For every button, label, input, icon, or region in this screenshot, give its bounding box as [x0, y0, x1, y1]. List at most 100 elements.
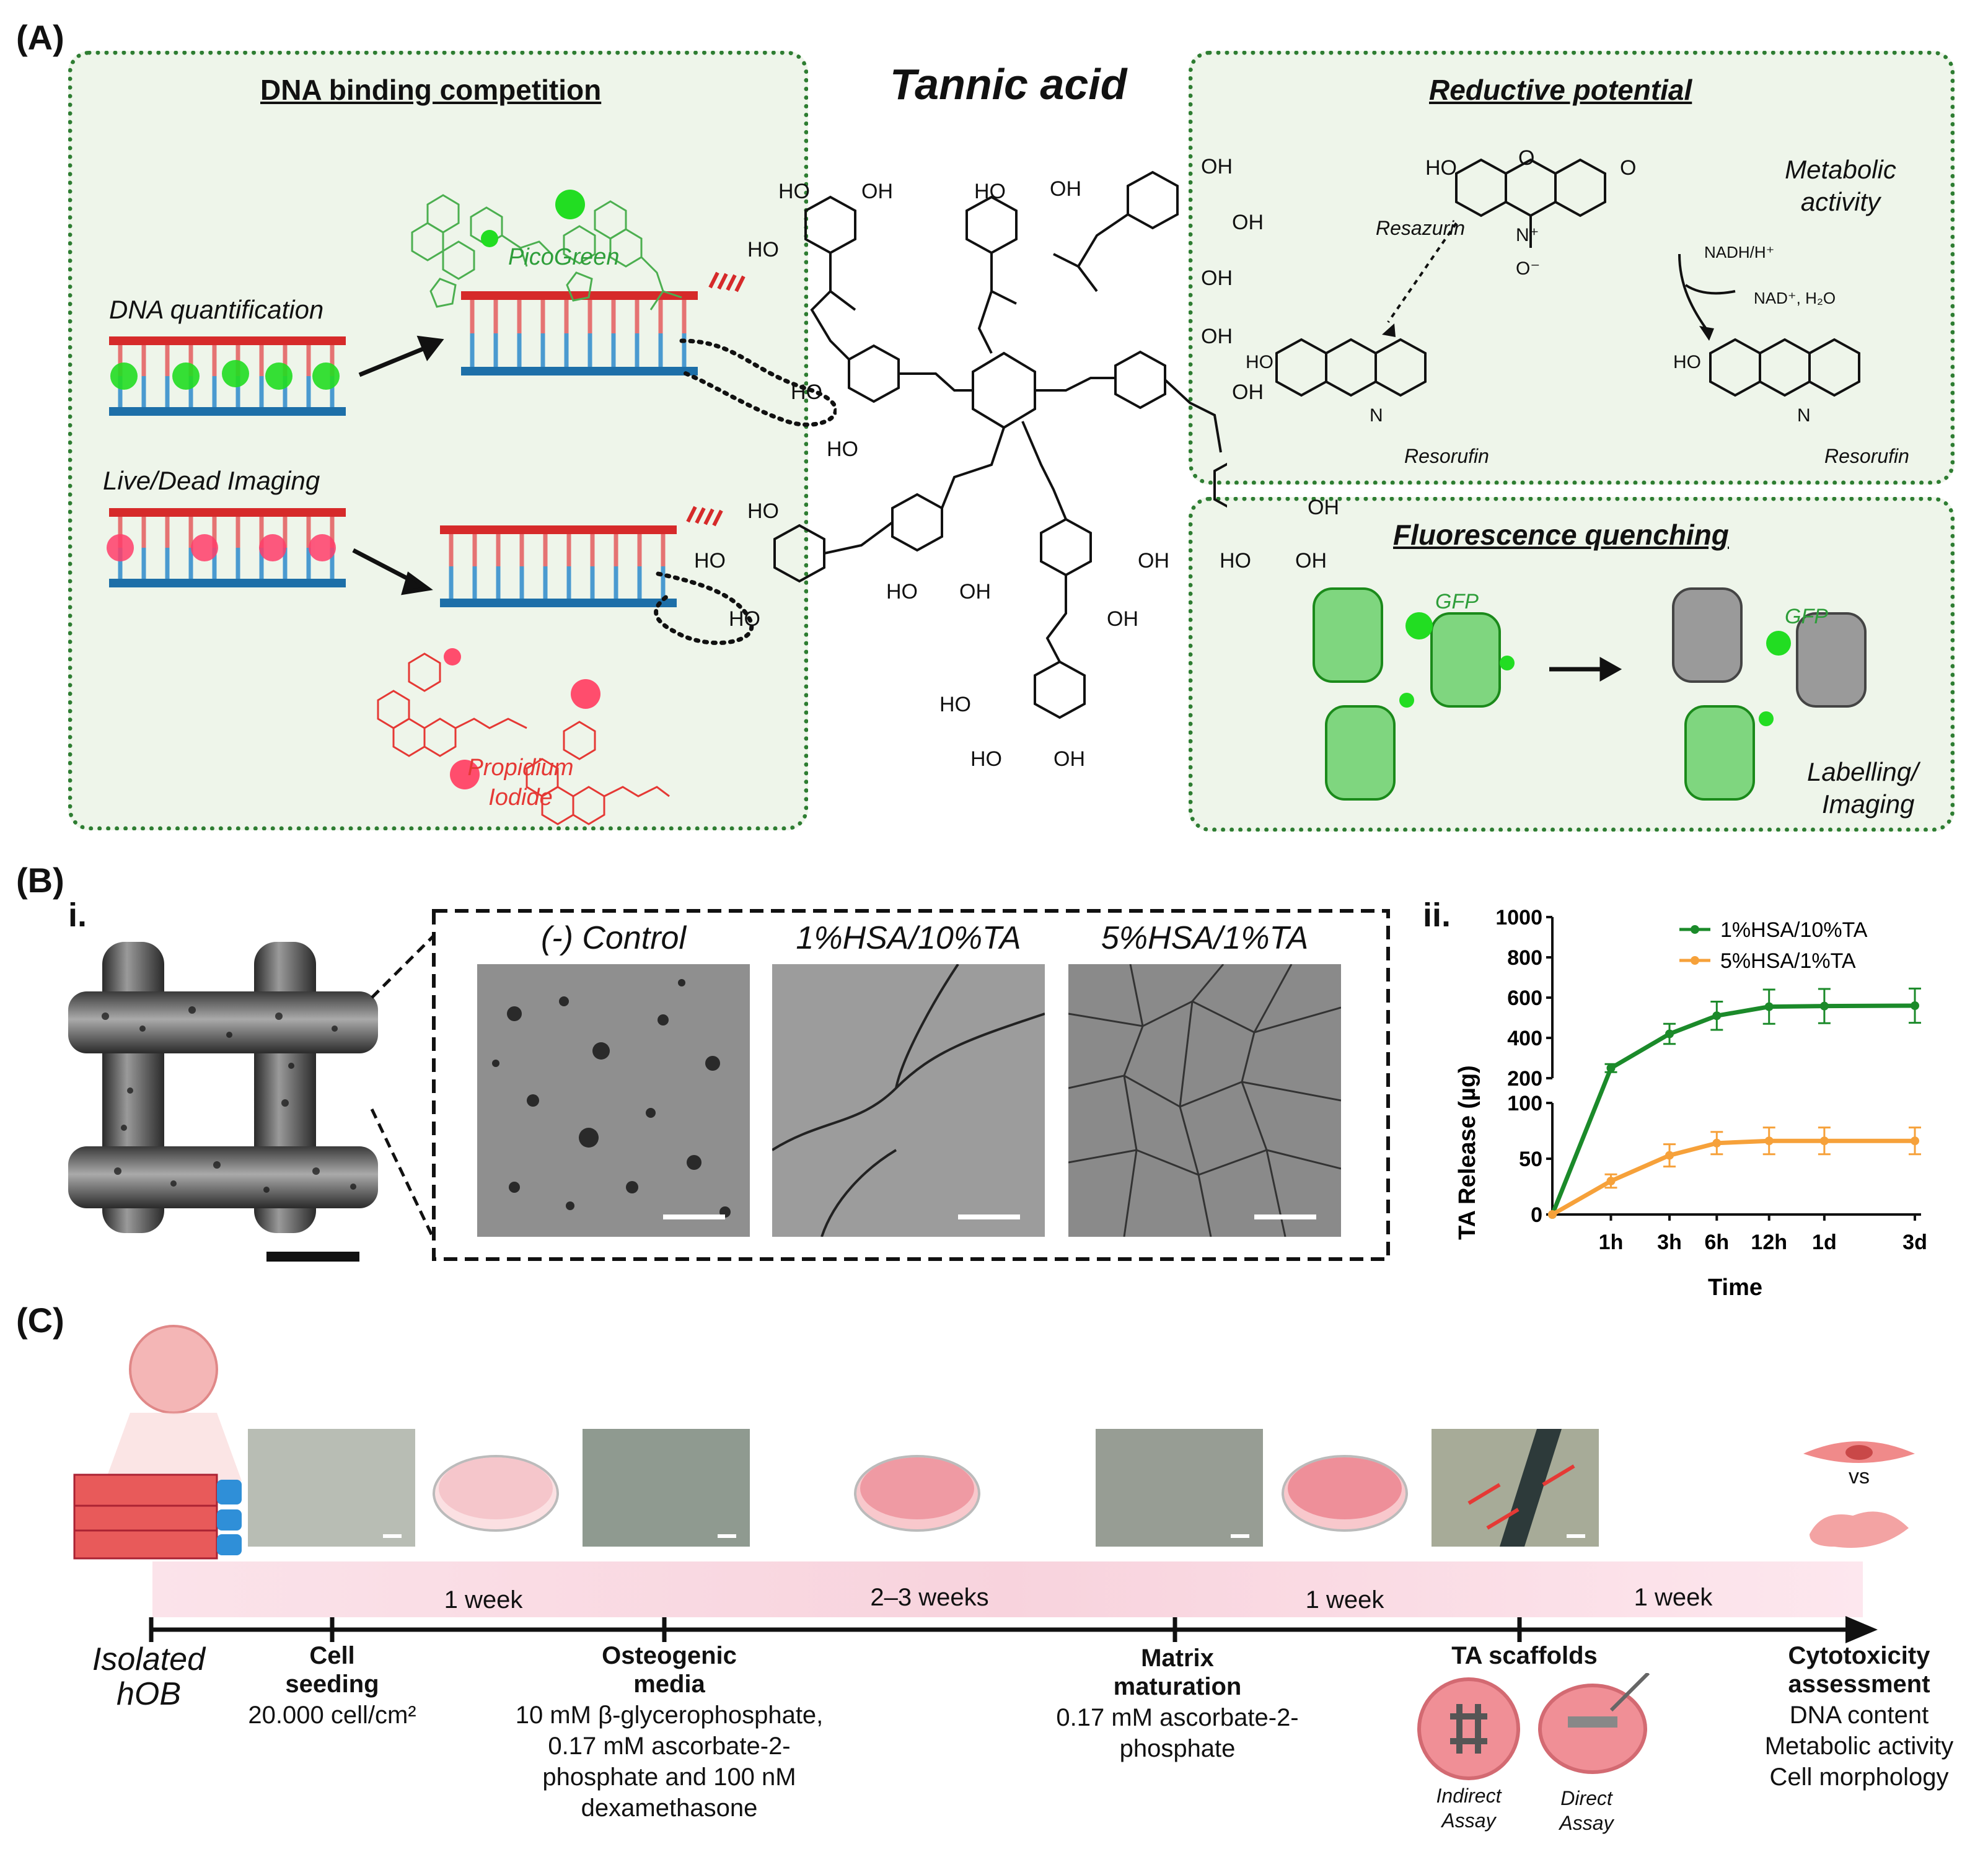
nitrogen-label: N: [1370, 405, 1383, 426]
oh-label: OH: [1232, 211, 1264, 234]
resazurin-label: Resazurin: [1376, 217, 1466, 239]
seeding-title: Cell: [309, 1642, 355, 1669]
data-point: [1712, 1011, 1722, 1021]
series-line-1: [1551, 1138, 1915, 1217]
ho-label: HO: [694, 549, 726, 573]
osteo-text-4: dexamethasone: [581, 1794, 758, 1822]
propidium-iodide-molecule-icon: [377, 652, 670, 825]
duration-3: 1 week: [1305, 1586, 1384, 1614]
x-tick-label: 12h: [1751, 1231, 1787, 1254]
reductive-potential-box: [1189, 51, 1955, 485]
petri-dish-icon: [854, 1455, 980, 1532]
arrow-icon: [352, 335, 444, 595]
y-tick-label: 100: [1507, 1092, 1542, 1115]
ho-label: HO: [939, 693, 971, 716]
ho-label: HO: [827, 437, 858, 461]
sem-label-hsa5: 5%HSA/1%TA: [1101, 920, 1309, 956]
oh-label: OH: [1232, 380, 1264, 404]
micrograph-osteogenic: [583, 1429, 750, 1547]
direct-assay-label: Assay: [1559, 1812, 1614, 1834]
ho-label: HO: [1220, 549, 1251, 573]
y-tick-label: 50: [1519, 1148, 1542, 1171]
oh-label: OH: [1201, 155, 1233, 178]
x-tick-label: 1d: [1812, 1231, 1837, 1254]
cell-flasks-icon: [73, 1325, 242, 1560]
ho-label: HO: [1673, 352, 1701, 372]
gfp-quenching-diagram: [1313, 587, 1867, 801]
sub-label-ii: ii.: [1423, 897, 1451, 934]
timeline-axis: [149, 1616, 1878, 1643]
n-plus-label: N⁺: [1516, 225, 1539, 245]
dna-diagrams: [107, 190, 837, 825]
indirect-label: Indirect: [1436, 1785, 1502, 1807]
metabolic-label: Metabolic: [1785, 155, 1896, 184]
chart-y-axis-label: TA Release (µg): [1454, 1065, 1480, 1240]
sem-image-control: [477, 964, 750, 1237]
o-minus-label: O⁻: [1516, 258, 1541, 279]
duration-2: 2–3 weeks: [870, 1584, 989, 1611]
oxygen-label: O: [1518, 146, 1535, 170]
y-tick-label: 1000: [1495, 906, 1542, 929]
data-point: [1665, 1029, 1674, 1039]
x-tick-label: 1h: [1599, 1231, 1624, 1254]
resorufin-label-1: Resorufin: [1404, 445, 1489, 467]
ho-label: HO: [974, 180, 1006, 203]
dna-binding-box: [68, 51, 808, 830]
picogreen-label: PicoGreen: [508, 244, 620, 270]
nitrogen-label: N: [1797, 405, 1811, 426]
sem-label-hsa1: 1%HSA/10%TA: [796, 920, 1021, 956]
tannic-acid-title: Tannic acid: [890, 60, 1127, 108]
picogreen-molecule-icon: [411, 194, 682, 310]
scaffold-image: [68, 942, 378, 1262]
resazurin-resorufin-structures: [1275, 158, 1860, 397]
live-dead-imaging-label: Live/Dead Imaging: [103, 466, 320, 495]
indirect-assay-label: Assay: [1441, 1809, 1496, 1832]
micrograph-seeding: [248, 1429, 415, 1547]
micrograph-scaffold: [1432, 1429, 1599, 1547]
oh-label: OH: [861, 180, 893, 203]
oh-label: OH: [1295, 549, 1327, 573]
vs-label: vs: [1849, 1465, 1870, 1488]
hob-label: hOB: [116, 1676, 182, 1712]
dna-duplex-quantification: [109, 336, 346, 416]
dna-duplex-bound-lower: [440, 506, 754, 645]
fluorescence-quenching-title: Fluorescence quenching: [1393, 519, 1729, 551]
propidium-label: Propidium: [467, 755, 574, 781]
osteo-title: Osteogenic: [602, 1642, 737, 1669]
x-tick-label: 3h: [1657, 1231, 1682, 1254]
y-tick-label: 600: [1507, 986, 1542, 1010]
ta-scaffold-assay-icons: [1417, 1673, 1650, 1780]
ho-label: HO: [1425, 156, 1457, 180]
dna-duplex-bound-upper: [461, 271, 837, 427]
matrix-text-1: 0.17 mM ascorbate-2-: [1056, 1704, 1299, 1731]
oh-label: OH: [1107, 607, 1138, 631]
oh-label: OH: [1308, 496, 1339, 519]
ta-scaffolds-title: TA scaffolds: [1451, 1642, 1598, 1669]
data-point: [1665, 1151, 1674, 1160]
dna-duplex-live-dead: [107, 508, 346, 587]
x-tick-label: 6h: [1704, 1231, 1729, 1254]
resorufin-label-2: Resorufin: [1824, 445, 1909, 467]
ho-label: HO: [886, 580, 918, 604]
oh-label: OH: [1201, 266, 1233, 290]
sub-label-i: i.: [68, 897, 87, 934]
cytotoxicity-title-2: assessment: [1788, 1671, 1930, 1698]
y-tick-label: 200: [1507, 1067, 1542, 1091]
arrow-icon: [1549, 657, 1622, 682]
legend-label: 5%HSA/1%TA: [1720, 949, 1856, 973]
dna-binding-title: DNA binding competition: [260, 74, 602, 106]
osteo-text-2: 0.17 mM ascorbate-2-: [548, 1733, 791, 1760]
gfp-protein-icon: [1313, 587, 1755, 801]
petri-dish-icon: [433, 1455, 559, 1532]
cytotoxicity-title: Cytotoxicity: [1788, 1642, 1930, 1669]
ho-label: HO: [778, 180, 810, 203]
dna-quantification-label: DNA quantification: [109, 295, 324, 324]
nad-label: NAD⁺, H₂O: [1754, 289, 1836, 307]
panel-c-label: (C): [16, 1301, 64, 1340]
chart-x-axis-label: Time: [1708, 1275, 1762, 1301]
timeline-band: [152, 1561, 1863, 1617]
matrix-title: Matrix: [1141, 1645, 1214, 1672]
panel-b-label: (B): [16, 861, 64, 900]
micrograph-matrix: [1096, 1429, 1263, 1547]
gfp-label-2: GFP: [1785, 605, 1828, 628]
